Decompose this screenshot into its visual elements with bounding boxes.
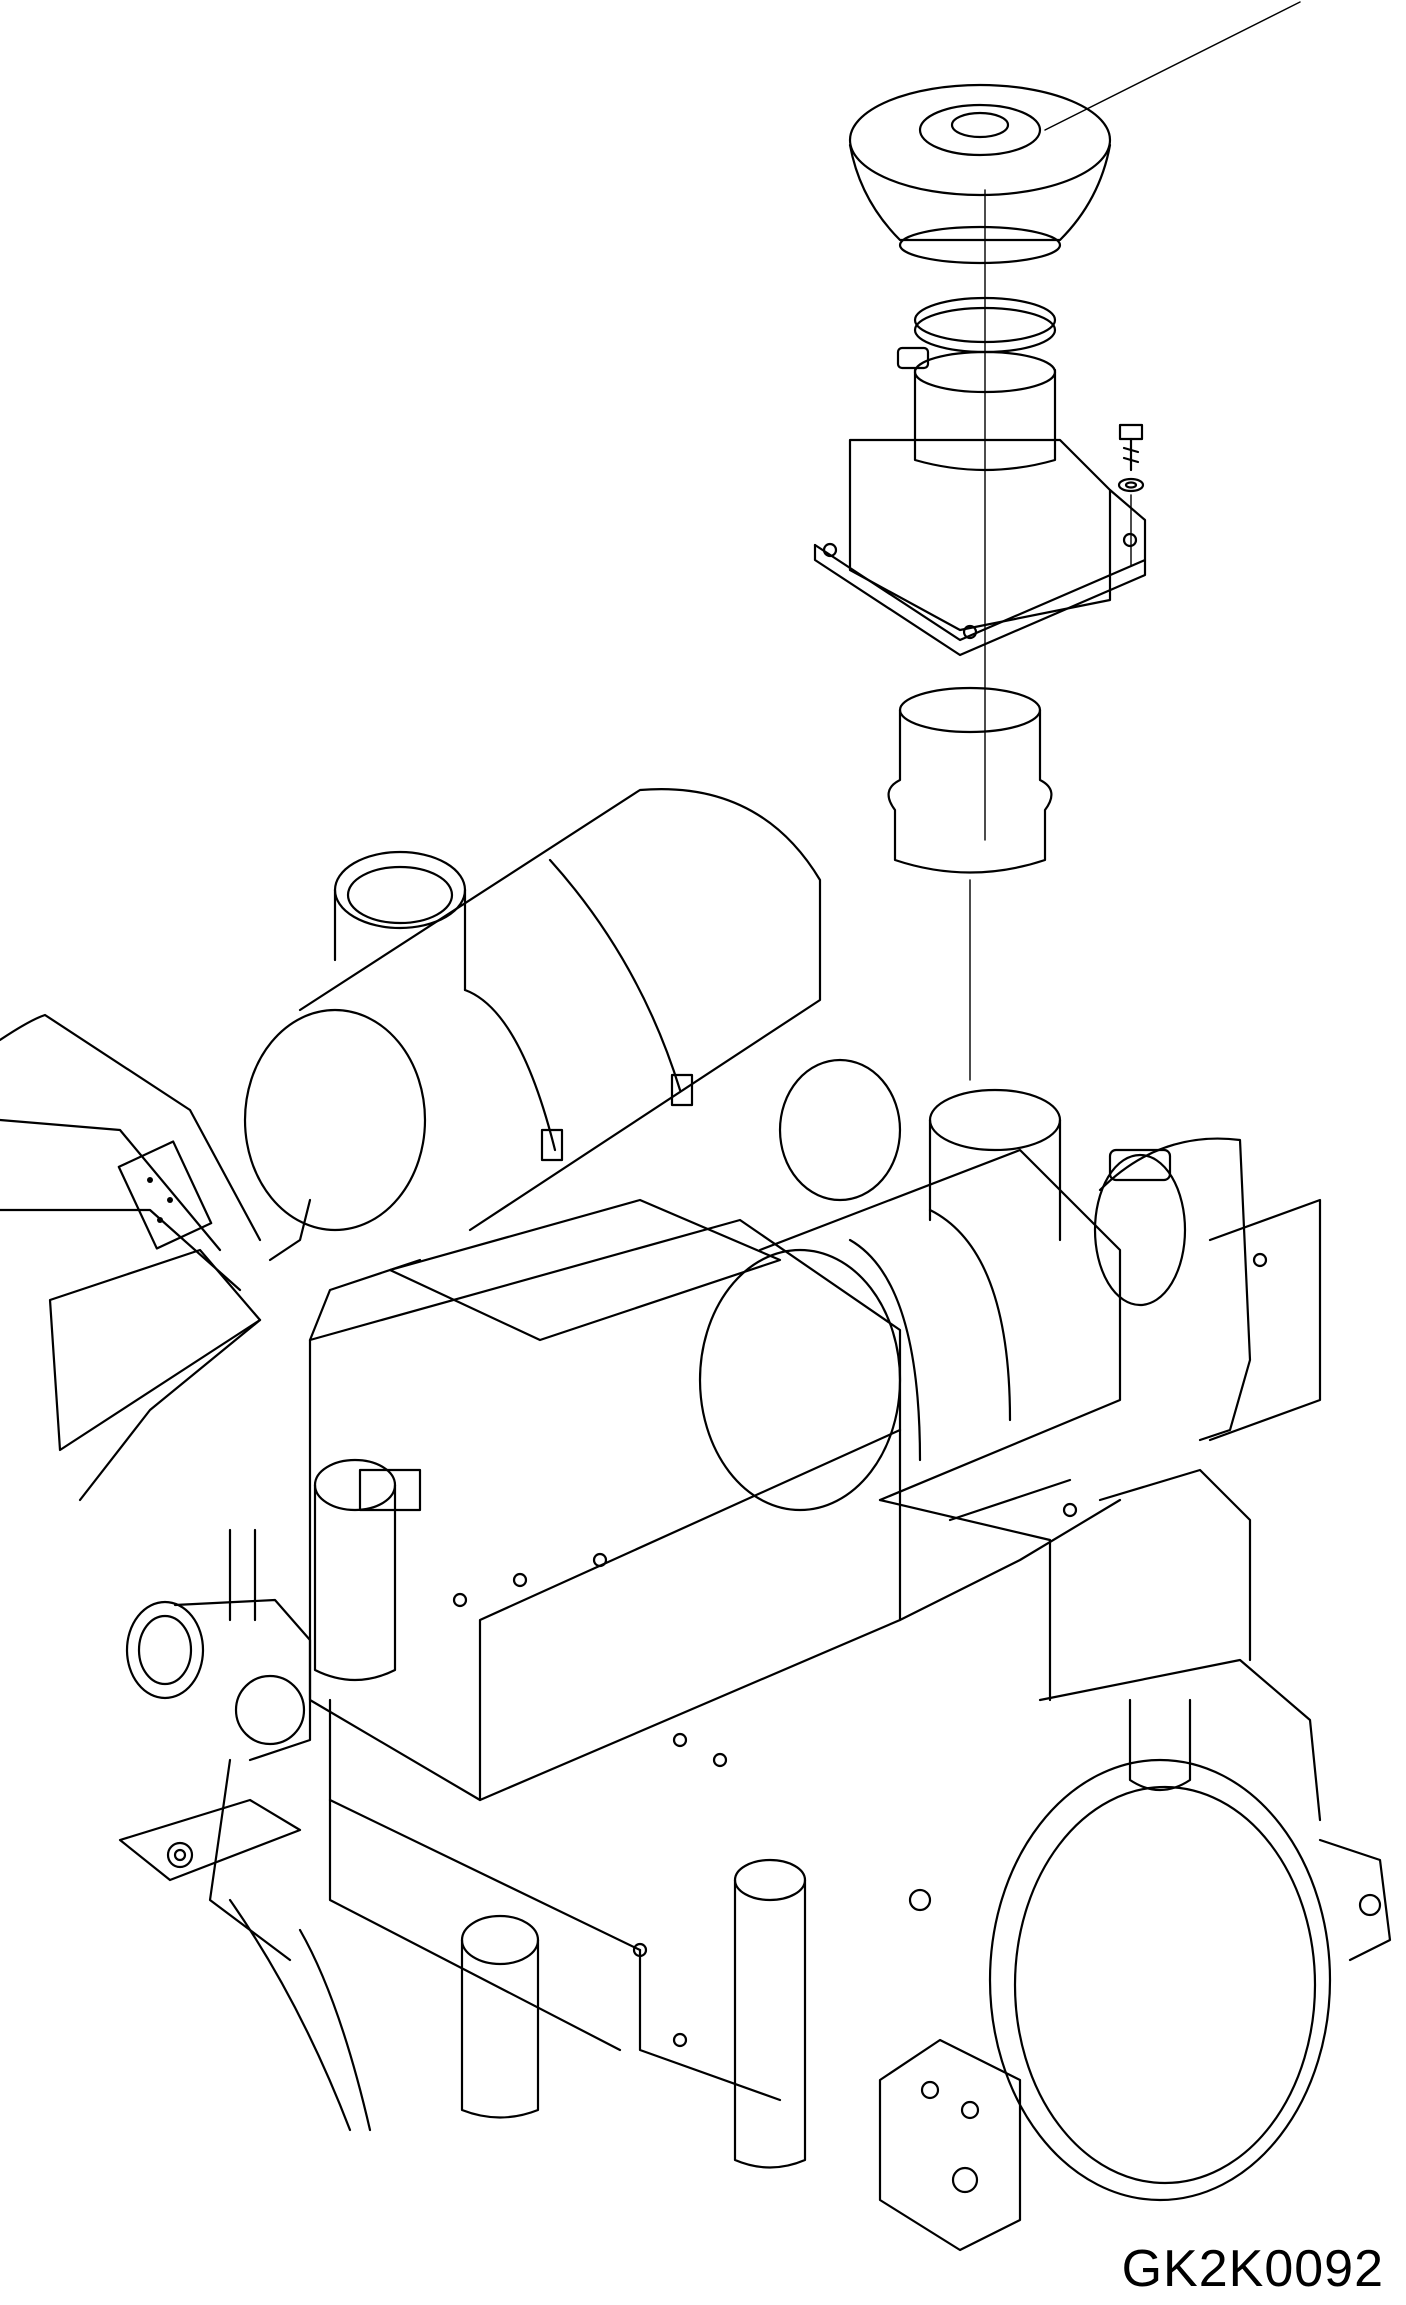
flywheel-housing xyxy=(878,1468,1392,2252)
oil-filter xyxy=(313,1458,422,1682)
drawing-code-label: GK2K0092 xyxy=(1121,2240,1384,2298)
air-cleaner xyxy=(243,788,822,1232)
fuel-filter xyxy=(460,1858,807,2169)
hose-clamp xyxy=(896,296,1057,370)
mounting-bolt xyxy=(1118,423,1144,472)
turbocharger xyxy=(778,1058,1322,1442)
engine-block xyxy=(118,1198,1122,2132)
washer xyxy=(1117,477,1145,566)
intake-adapter xyxy=(813,350,1147,657)
engine-bolts xyxy=(452,1502,1078,2048)
leader-line xyxy=(1044,1,1301,131)
cooling-fan xyxy=(0,1013,312,1502)
air-cleaner xyxy=(698,1088,1122,1702)
hydraulic-pump xyxy=(125,1528,312,1762)
rubber-connector xyxy=(887,686,1053,1081)
precleaner-cap xyxy=(848,83,1112,841)
